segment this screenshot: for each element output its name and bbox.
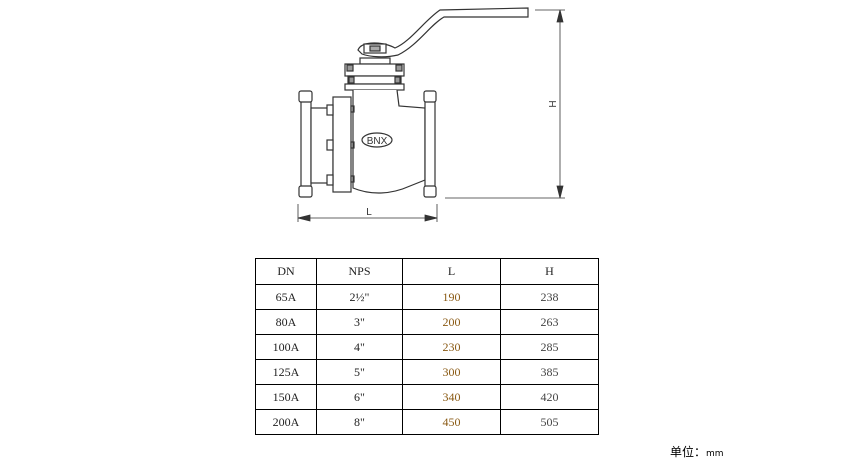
- cell-dn: 125A: [255, 359, 317, 385]
- cell-dn: 100A: [255, 334, 317, 360]
- ball-valve-drawing: BNX H L: [297, 7, 565, 222]
- left-flange: [298, 90, 334, 198]
- cell-dn: 150A: [255, 384, 317, 410]
- header-l: L: [402, 258, 501, 285]
- header-nps: NPS: [316, 258, 403, 285]
- length-label: L: [366, 207, 372, 218]
- cell-nps: 5": [316, 359, 403, 385]
- middle-flange: [326, 96, 355, 193]
- logo-text: BNX: [367, 136, 388, 147]
- cell-l: 230: [402, 334, 501, 360]
- height-dimension: H: [445, 9, 565, 199]
- cell-nps: 3": [316, 309, 403, 335]
- cell-nps: 4": [316, 334, 403, 360]
- cell-nps: 2½": [316, 284, 403, 310]
- cell-h: 263: [500, 309, 599, 335]
- cell-h: 505: [500, 409, 599, 435]
- right-flange: [423, 90, 437, 198]
- cell-h: 385: [500, 359, 599, 385]
- unit-label: 单位：: [670, 445, 707, 459]
- cell-dn: 80A: [255, 309, 317, 335]
- cell-l: 300: [402, 359, 501, 385]
- unit-note: 单位：mm: [670, 443, 724, 460]
- cell-l: 450: [402, 409, 501, 435]
- cell-dn: 200A: [255, 409, 317, 435]
- header-h: H: [500, 258, 599, 285]
- cell-dn: 65A: [255, 284, 317, 310]
- cell-l: 200: [402, 309, 501, 335]
- bnx-logo: BNX: [361, 132, 393, 148]
- length-dimension: L: [297, 204, 438, 222]
- cell-nps: 8": [316, 409, 403, 435]
- cell-h: 420: [500, 384, 599, 410]
- cell-l: 190: [402, 284, 501, 310]
- cell-l: 340: [402, 384, 501, 410]
- cell-h: 238: [500, 284, 599, 310]
- cell-nps: 6": [316, 384, 403, 410]
- height-label: H: [548, 100, 559, 107]
- cell-h: 285: [500, 334, 599, 360]
- unit-value: mm: [706, 449, 724, 459]
- header-dn: DN: [255, 258, 317, 285]
- bonnet: [344, 63, 405, 91]
- table-header-row: DN NPS L H: [255, 258, 599, 285]
